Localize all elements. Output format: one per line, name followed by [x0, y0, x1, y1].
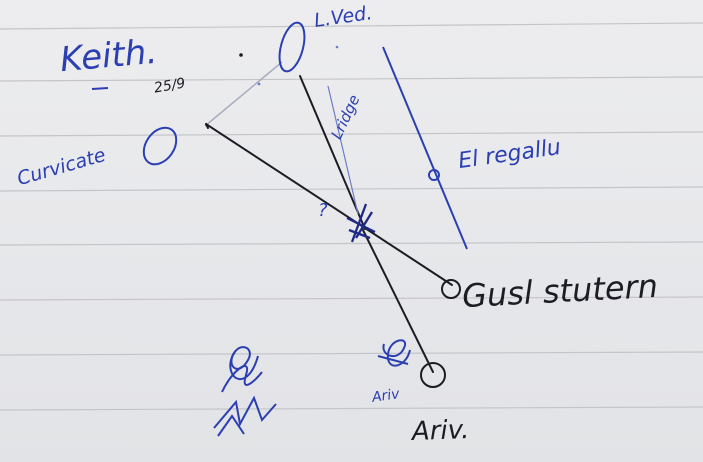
lower-right-station-circle — [441, 279, 461, 299]
scribble-mark — [377, 339, 411, 367]
bearing-lines — [205, 75, 453, 373]
ink-dot — [335, 45, 339, 49]
el-regallu-line — [382, 46, 468, 250]
ruled-lines — [0, 22, 703, 411]
name-underline — [91, 87, 109, 90]
label-question: ? — [318, 200, 328, 221]
note-name: Keith. — [58, 31, 159, 81]
top-station-circle — [278, 21, 306, 73]
pencil-line — [204, 61, 283, 127]
intersection-mark — [346, 203, 376, 243]
bottom-station-circle — [420, 362, 446, 388]
ink-dot — [257, 82, 261, 86]
scribble-drawing — [213, 346, 277, 437]
ridge-line — [327, 85, 359, 215]
ink-dot — [239, 53, 243, 57]
left-station-circle — [142, 126, 178, 166]
label-bottom: Ariv. — [411, 415, 470, 447]
